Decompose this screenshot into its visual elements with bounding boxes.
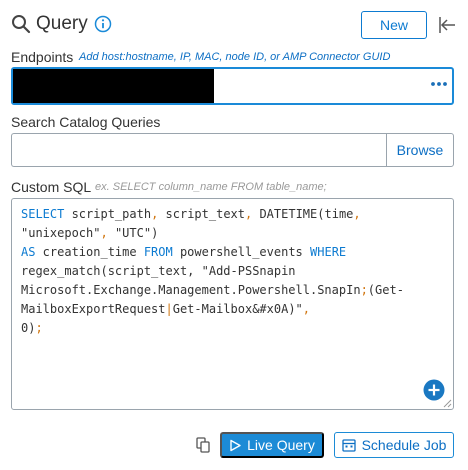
new-query-button[interactable]: New (361, 11, 427, 39)
sql-token: time (324, 207, 354, 221)
custom-sql-hint: ex. SELECT column_name FROM table_name; (95, 181, 327, 193)
sql-token: ( (317, 207, 325, 221)
sql-token: Get-Mailbox&#x0A)" (172, 302, 303, 316)
sql-token: 0) (21, 321, 36, 335)
sql-token: , (302, 302, 311, 316)
catalog-search-input[interactable] (11, 133, 387, 167)
ellipsis-icon[interactable] (429, 79, 449, 89)
sql-token: script_text (158, 207, 245, 221)
custom-sql-label: Custom SQL (11, 179, 92, 195)
sql-token: script_path (64, 207, 152, 221)
sql-token: creation_time (35, 245, 144, 259)
sql-token: WHERE (310, 245, 347, 259)
sql-code[interactable]: SELECT script_path, script_text, DATETIM… (21, 205, 446, 338)
calendar-icon (341, 439, 356, 452)
sql-token: , (353, 207, 361, 221)
search-icon (11, 14, 31, 34)
sql-token: | (165, 302, 173, 316)
endpoints-hint: Add host:hostname, IP, MAC, node ID, or … (79, 51, 391, 63)
sql-token: , (151, 207, 159, 221)
schedule-job-button[interactable]: Schedule Job (334, 432, 454, 458)
sql-token: regex_match(script_text, "Add-PSSnapin M… (21, 264, 361, 297)
page-title: Query (36, 13, 88, 34)
endpoints-label: Endpoints (11, 49, 74, 65)
schedule-job-label: Schedule Job (361, 437, 447, 453)
sql-token: ; (35, 321, 43, 335)
info-icon[interactable] (94, 15, 112, 33)
live-query-label: Live Query (247, 437, 315, 453)
live-query-button[interactable]: Live Query (220, 432, 324, 458)
plus-circle-icon[interactable] (423, 379, 445, 401)
catalog-label: Search Catalog Queries (11, 114, 161, 130)
collapse-panel-icon[interactable] (438, 15, 456, 35)
resize-grip-icon[interactable] (442, 398, 452, 408)
sql-token: "UTC" (107, 226, 152, 240)
sql-token: ) (151, 226, 159, 240)
sql-token: ; (360, 283, 368, 297)
browse-button[interactable]: Browse (386, 133, 454, 167)
sql-token: , (245, 207, 253, 221)
sql-token: AS (21, 245, 36, 259)
sql-token: DATETIME (252, 207, 318, 221)
play-icon (230, 439, 241, 451)
sql-editor[interactable] (11, 198, 454, 410)
sql-token: "unixepoch" (21, 226, 101, 240)
sql-token: (Get- MailboxExportRequest (21, 283, 404, 316)
sql-token: FROM (143, 245, 173, 259)
sql-token: powershell_events (172, 245, 311, 259)
sql-token: , (100, 226, 108, 240)
redacted-endpoint-value (13, 69, 214, 103)
sql-token: SELECT (21, 207, 65, 221)
copy-icon[interactable] (196, 437, 210, 453)
